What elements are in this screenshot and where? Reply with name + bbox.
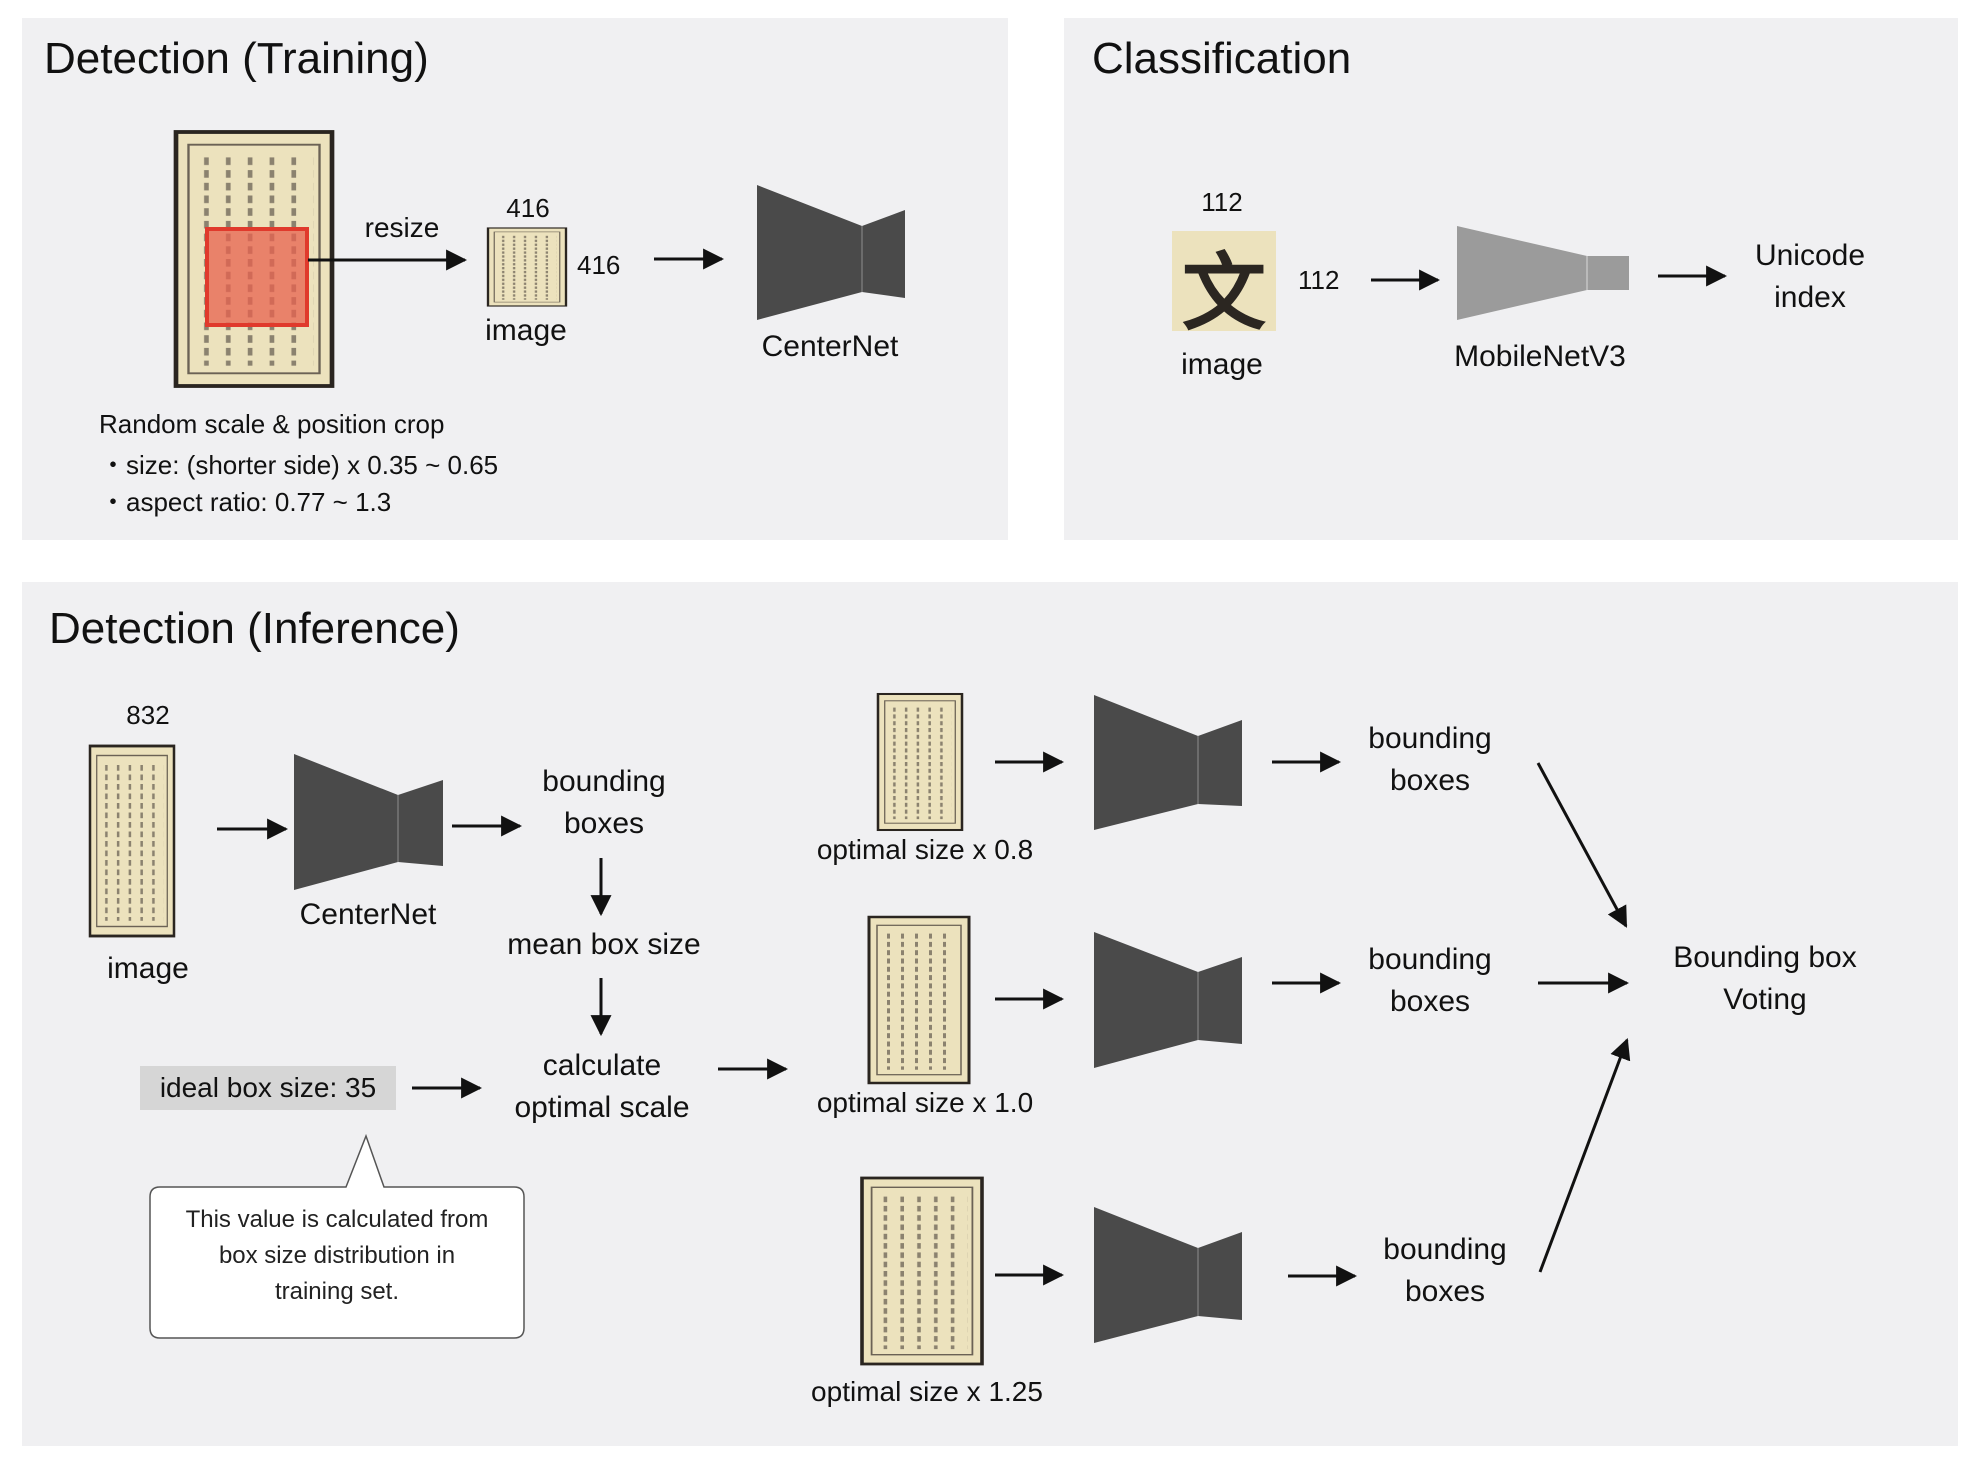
row1.0-bbox-line2: boxes bbox=[1389, 985, 1471, 1018]
voting-line2: Voting bbox=[1723, 983, 1807, 1016]
scale-label-0.8: optimal size x 0.8 bbox=[816, 834, 1034, 865]
training-image-thumb bbox=[486, 226, 568, 308]
arrow-bbox0.8-to-voting bbox=[1536, 762, 1628, 928]
training-centernet-shape bbox=[757, 185, 905, 320]
crop-region bbox=[205, 227, 309, 327]
character-glyph: 文 bbox=[1181, 243, 1266, 342]
scale-label-1.25: optimal size x 1.25 bbox=[811, 1376, 1043, 1407]
training-size-side: 416 bbox=[577, 250, 621, 280]
training-title: Detection (Training) bbox=[44, 34, 429, 83]
resize-label: resize bbox=[364, 212, 440, 243]
inference-source-page bbox=[88, 744, 176, 938]
classification-title: Classification bbox=[1092, 34, 1352, 83]
classification-image-box bbox=[1172, 231, 1276, 331]
mobilenet-shape bbox=[1457, 226, 1629, 320]
classification-image-label: image bbox=[1181, 348, 1263, 381]
scaled-page-0.8 bbox=[876, 692, 964, 832]
inference-centernet-label: CenterNet bbox=[299, 898, 437, 931]
callout-line1: This value is calculated from bbox=[185, 1206, 489, 1233]
inference-bbox-line2: boxes bbox=[563, 807, 645, 840]
row-0.8 bbox=[995, 695, 1342, 830]
calc-line2: optimal scale bbox=[514, 1091, 690, 1124]
inference-title: Detection (Inference) bbox=[49, 604, 460, 653]
row0.8-bbox-line1: bounding bbox=[1368, 722, 1492, 755]
row-1.0 bbox=[995, 932, 1342, 1068]
calc-line1: calculate bbox=[542, 1049, 662, 1082]
unicode-label: Unicode bbox=[1754, 239, 1866, 272]
callout-line3: training set. bbox=[274, 1278, 400, 1305]
mobilenet-label: MobileNetV3 bbox=[1454, 340, 1626, 373]
training-size-top: 416 bbox=[506, 193, 550, 223]
crop-aspect-text: ・aspect ratio: 0.77 ~ 1.3 bbox=[100, 487, 392, 517]
inference-image-label: image bbox=[107, 952, 189, 985]
scale-label-1.0: optimal size x 1.0 bbox=[816, 1087, 1034, 1118]
voting-line1: Bounding box bbox=[1673, 941, 1857, 974]
classification-size-side: 112 bbox=[1298, 265, 1340, 295]
row1.25-bbox-line2: boxes bbox=[1404, 1275, 1486, 1308]
crop-size-text: ・size: (shorter side) x 0.35 ~ 0.65 bbox=[100, 450, 499, 480]
arrow-bbox1.25-to-voting bbox=[1538, 1038, 1631, 1273]
crop-title: Random scale & position crop bbox=[99, 409, 445, 439]
inference-bbox-line1: bounding bbox=[542, 765, 666, 798]
callout-line2: box size distribution in bbox=[218, 1242, 456, 1269]
row1.0-bbox-line1: bounding bbox=[1368, 943, 1492, 976]
inference-centernet-shape bbox=[294, 754, 443, 890]
scaled-page-1.0 bbox=[867, 915, 971, 1085]
row-1.25 bbox=[995, 1207, 1358, 1343]
training-centernet-label: CenterNet bbox=[761, 330, 899, 363]
mean-box-size: mean box size bbox=[507, 928, 701, 961]
inference-size-top: 832 bbox=[126, 700, 170, 730]
row1.25-bbox-line1: bounding bbox=[1383, 1233, 1507, 1266]
classification-size-top: 112 bbox=[1201, 187, 1243, 217]
ideal-box-size: ideal box size: 35 bbox=[140, 1066, 396, 1110]
callout-bubble bbox=[149, 1133, 525, 1339]
training-image-label: image bbox=[485, 314, 567, 347]
scaled-page-1.25 bbox=[860, 1176, 984, 1366]
index-label: index bbox=[1774, 281, 1846, 314]
row0.8-bbox-line2: boxes bbox=[1389, 764, 1471, 797]
